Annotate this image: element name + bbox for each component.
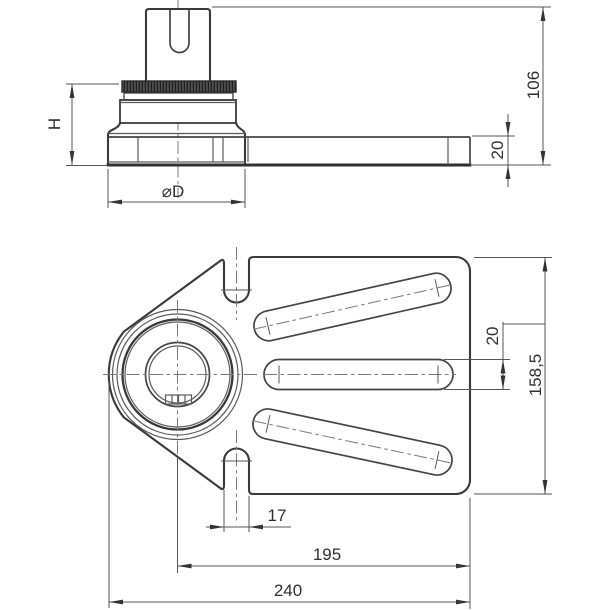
dim-label-240: 240 xyxy=(274,581,302,600)
plan-view: 20 158,5 17 195 xyxy=(103,247,552,609)
dim-label-158-5: 158,5 xyxy=(526,354,545,397)
dim-label-diameter: ⌀D xyxy=(162,182,185,201)
dimension-240: 240 xyxy=(108,380,470,608)
dimension-158-5: 158,5 xyxy=(474,257,552,495)
dim-label-20-slot: 20 xyxy=(483,327,502,346)
hub-boss xyxy=(103,300,258,458)
flange-flare-left xyxy=(106,121,122,167)
dimension-20-slot-width: 20 xyxy=(444,322,545,390)
keyway xyxy=(164,394,193,405)
dimension-20-thickness: 20 xyxy=(472,114,515,187)
shaft-slot xyxy=(169,9,190,54)
slot-middle xyxy=(263,358,454,391)
side-view: H ⌀D 106 20 xyxy=(45,0,551,208)
flange-flare-right xyxy=(234,121,247,167)
dimension-17: 17 xyxy=(206,490,291,532)
dimension-h: H xyxy=(45,83,119,166)
dim-label-106: 106 xyxy=(524,71,543,99)
dimension-106: 106 xyxy=(212,6,551,166)
slot-bottom-axis xyxy=(253,420,452,464)
dimension-diameter-d: ⌀D xyxy=(107,169,246,208)
slot-bottom xyxy=(252,408,453,476)
slot-top xyxy=(253,272,452,342)
dim-label-h: H xyxy=(45,118,64,130)
hub-cylinder xyxy=(119,99,237,124)
dimension-195: 195 xyxy=(177,458,471,609)
dim-label-20-thickness: 20 xyxy=(488,141,507,160)
slot-top-axis xyxy=(253,284,452,330)
slotted-holes xyxy=(252,272,456,476)
dim-label-195: 195 xyxy=(313,545,341,564)
knurled-ring xyxy=(121,80,237,93)
dim-label-17: 17 xyxy=(268,506,287,525)
shaft-outline xyxy=(144,7,212,84)
collar-ring xyxy=(123,92,234,101)
